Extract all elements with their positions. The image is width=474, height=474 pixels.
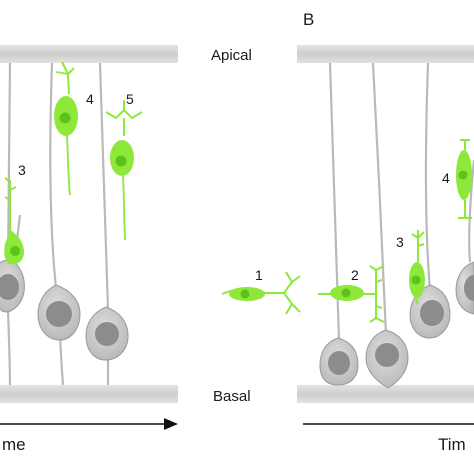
- glia-cell-right-3: [409, 284, 451, 339]
- time-arrow-right: Tim: [303, 423, 474, 454]
- basal-surface-bar-left: [0, 385, 178, 403]
- panel-b-label: B: [303, 10, 314, 29]
- panel-b: 1 2 3 4 Tim: [221, 45, 474, 454]
- time-label-right: Tim: [438, 435, 466, 454]
- migrating-neuron-left-3: [4, 177, 24, 265]
- migrating-neuron-left-5: [105, 100, 143, 241]
- migrating-neuron-left-4: [54, 61, 78, 196]
- cell-number-left-3: 3: [18, 162, 26, 178]
- migrating-neuron-right-1: [221, 271, 301, 315]
- cell-number-left-4: 4: [86, 91, 94, 107]
- glia-cell-left-2: [37, 284, 81, 341]
- glia-cell-right-2: [365, 329, 409, 389]
- panel-a: 3 4 5 me: [0, 45, 178, 454]
- migrating-neuron-right-3: [409, 230, 425, 305]
- cell-number-right-1: 1: [255, 267, 263, 283]
- cell-number-right-4: 4: [442, 170, 450, 186]
- apical-surface-bar-right: [297, 45, 474, 63]
- apical-label: Apical: [211, 47, 252, 64]
- migrating-neuron-right-2: [318, 265, 385, 323]
- glia-cell-left-3: [85, 306, 129, 361]
- cell-number-right-2: 2: [351, 267, 359, 283]
- cell-numbers-right: 1 2 3 4: [255, 170, 450, 283]
- cell-number-left-5: 5: [126, 91, 134, 107]
- glia-cell-right-1: [319, 337, 359, 386]
- cell-number-right-3: 3: [396, 234, 404, 250]
- glia-cell-left-1: [0, 259, 25, 313]
- time-label-left: me: [2, 435, 26, 454]
- migrating-neuron-right-4: [456, 139, 472, 219]
- apical-surface-bar-left: [0, 45, 178, 63]
- glia-cell-right-4: [455, 261, 474, 315]
- basal-label: Basal: [213, 388, 251, 405]
- radial-fibers-right: [328, 62, 474, 385]
- cell-numbers-left: 3 4 5: [18, 91, 134, 178]
- time-arrow-left: me: [0, 418, 178, 454]
- basal-surface-bar-right: [297, 385, 474, 403]
